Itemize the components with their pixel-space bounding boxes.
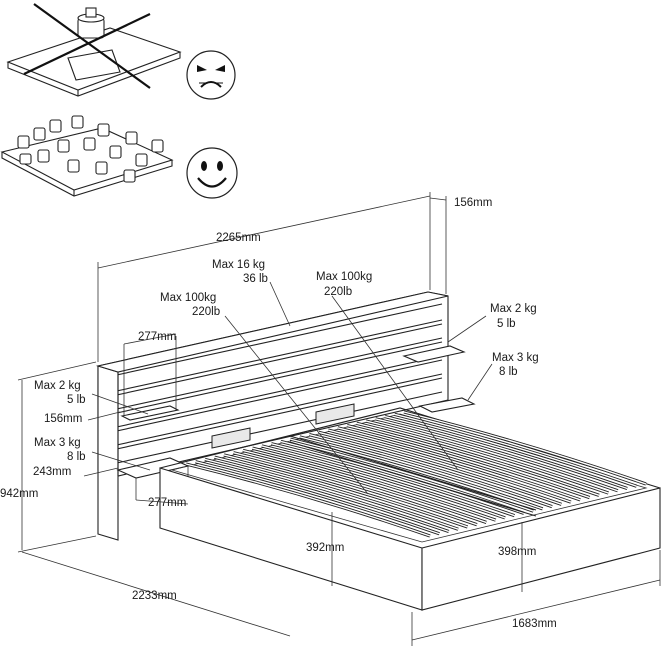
slat-highlight (365, 420, 609, 494)
slat-highlight (214, 456, 459, 530)
slat (365, 419, 609, 495)
total-length-label: 2233mm (132, 590, 177, 602)
slat-highlight (337, 427, 581, 501)
slat (289, 437, 534, 513)
dimension-lines (17, 192, 661, 646)
left-slats-load-line2: 220lb (192, 306, 220, 318)
left-shelf-depth-label: 156mm (44, 413, 82, 425)
slat-highlight (375, 418, 619, 492)
slat-highlight (328, 429, 572, 503)
slat (337, 426, 581, 502)
right-slats-load-line2: 220lb (324, 286, 352, 298)
total-height-label: 942mm (0, 488, 38, 500)
slat-highlight (204, 458, 450, 533)
slat (375, 417, 619, 493)
slat (403, 410, 647, 486)
headboard-load-line2: 36 lb (243, 273, 268, 285)
headboard-width-label: 2265mm (216, 232, 261, 244)
left-lower-shelf-load-line1: Max 3 kg (34, 437, 81, 449)
slat-highlight (271, 442, 515, 517)
slat-highlight (346, 424, 590, 499)
bed-frame (159, 407, 661, 611)
slat-highlight (242, 449, 487, 524)
left-lower-shelf-width-label: 277mm (148, 497, 186, 509)
slat-highlight (403, 411, 647, 485)
total-width-label: 1683mm (512, 618, 557, 630)
slat-highlight (233, 452, 478, 526)
concentrated-weight-crossed-icon (6, 3, 182, 97)
slat (384, 414, 628, 491)
headboard-load-line1: Max 16 kg (212, 259, 265, 271)
slat (346, 424, 591, 500)
right-lower-shelf-load-line2: 8 lb (499, 366, 518, 378)
side-height-back-label: 398mm (498, 546, 536, 558)
left-upper-shelf-load-line1: Max 2 kg (34, 380, 81, 392)
headboard-depth-label: 156mm (454, 197, 492, 209)
slat-highlight (309, 433, 553, 508)
slats (185, 410, 647, 538)
left-slats-load-line1: Max 100kg (160, 292, 216, 304)
slat (280, 439, 525, 515)
left-lower-shelf-load-line2: 8 lb (67, 451, 86, 463)
slat-highlight (261, 445, 506, 519)
slat-highlight (384, 415, 628, 490)
slat-highlight (394, 413, 637, 487)
sad-face-icon (186, 50, 236, 100)
slat (308, 433, 553, 509)
right-upper-shelf-load-line1: Max 2 kg (490, 303, 537, 315)
distributed-weights-icon (0, 115, 174, 197)
slat-highlight (185, 463, 431, 537)
right-upper-shelf-load-line2: 5 lb (497, 318, 516, 330)
leader-lines (91, 281, 493, 495)
slat-highlight (195, 461, 440, 535)
slat (270, 442, 516, 518)
right-slats-load-line1: Max 100kg (316, 271, 372, 283)
left-lower-shelf-depth-label: 243mm (33, 466, 71, 478)
right-lower-shelf-load-line1: Max 3 kg (492, 352, 539, 364)
slat (318, 430, 563, 506)
slat-highlight (299, 436, 543, 510)
right-upper-shelf (402, 345, 466, 363)
slat-highlight (252, 447, 496, 521)
slat (327, 428, 572, 504)
slat-highlight (356, 422, 600, 496)
left-upper-shelf-width-label: 277mm (138, 331, 176, 343)
slat-highlight (223, 454, 468, 528)
slat (394, 412, 638, 488)
slat (299, 435, 544, 511)
happy-face-icon (186, 147, 238, 199)
left-upper-shelf-load-line2: 5 lb (67, 394, 86, 406)
slat (261, 444, 506, 520)
slat (356, 421, 600, 497)
right-lower-shelf (418, 397, 476, 413)
side-height-front-label: 392mm (306, 542, 344, 554)
left-upper-shelf (120, 336, 180, 421)
headboard (95, 291, 449, 541)
slat-highlight (318, 431, 562, 506)
